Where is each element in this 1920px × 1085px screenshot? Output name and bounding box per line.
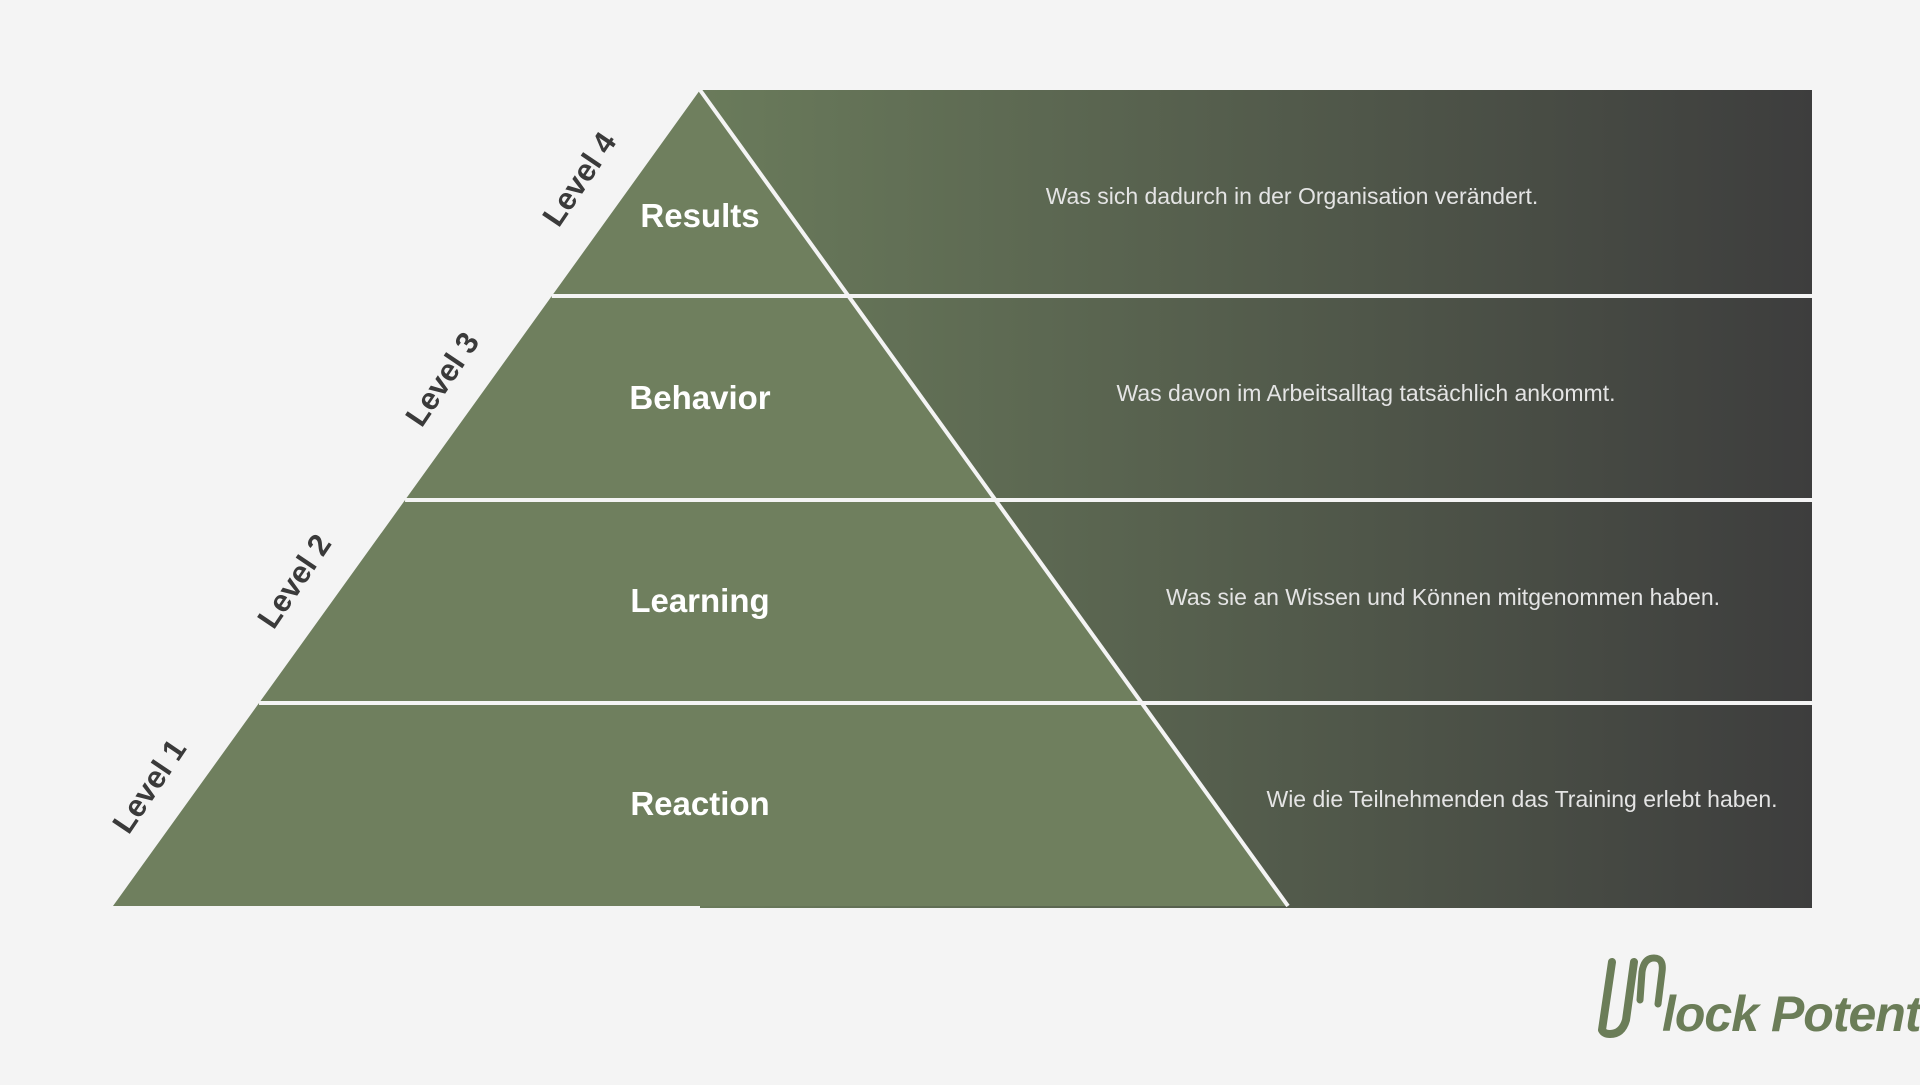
description-reaction: Wie die Teilnehmenden das Training erleb…: [1266, 786, 1777, 812]
description-learning: Was sie an Wissen und Können mitgenommen…: [1166, 584, 1720, 610]
tier-descriptions: Was sich dadurch in der Organisation ver…: [1046, 183, 1778, 812]
logo-u-glyph: [1598, 958, 1638, 1039]
pyramid-tier-behavior: [405, 296, 996, 500]
description-results: Was sich dadurch in der Organisation ver…: [1046, 183, 1539, 209]
tier-label-learning: Learning: [630, 582, 769, 619]
logo-text: lock Potential: [1662, 986, 1920, 1042]
tier-labels: Results Behavior Learning Reaction: [629, 197, 770, 822]
logo-arch-glyph: [1636, 954, 1666, 1008]
tier-label-results: Results: [640, 197, 759, 234]
pyramid-tier-results: [551, 90, 849, 296]
pyramid-tiers: [113, 88, 1290, 908]
tier-dividers: [259, 294, 1812, 705]
pyramid-tier-reaction: [113, 703, 1288, 906]
tier-label-reaction: Reaction: [630, 785, 769, 822]
unlock-potential-logo: lock Potential: [1598, 954, 1920, 1042]
description-behavior: Was davon im Arbeitsalltag tatsächlich a…: [1117, 380, 1616, 406]
pyramid-tier-learning: [259, 500, 1142, 703]
tier-label-behavior: Behavior: [629, 379, 770, 416]
